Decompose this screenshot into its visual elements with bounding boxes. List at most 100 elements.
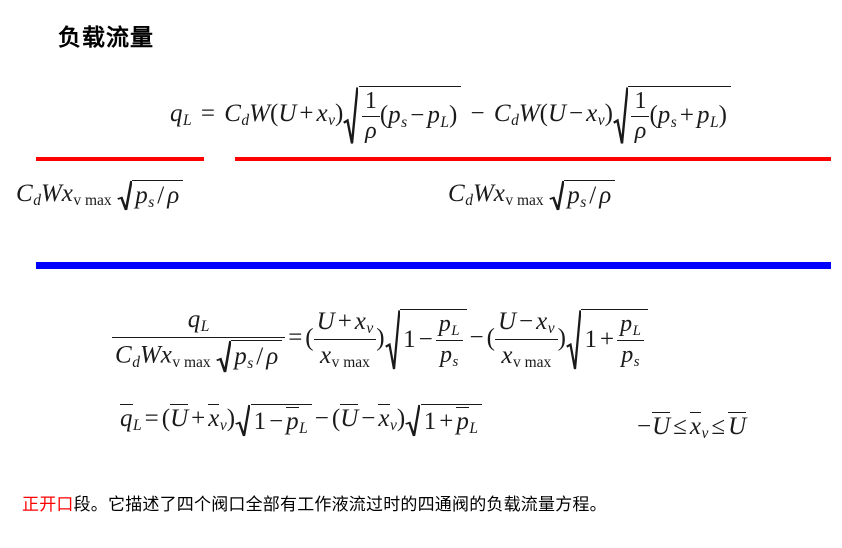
eq2-t2-num: U−xv xyxy=(494,307,558,340)
eq1-t1-frac-den: ρ xyxy=(365,117,377,144)
caption-rest: 段。它描述了四个阀口全部有工作液流过时的四通阀的负载流量方程。 xyxy=(73,495,607,515)
eq2-t2-p-num: pL xyxy=(617,310,644,342)
eq2-t1-num: U+xv xyxy=(313,307,377,340)
eq1-middle-op: − xyxy=(470,100,485,128)
eq2-t2-pl: p xyxy=(620,310,633,337)
eq1-t1-pl: p xyxy=(427,101,440,129)
eq2-t1-p-den: ps xyxy=(436,341,463,370)
eq2-den-radicand: ps/ρ xyxy=(231,340,283,373)
eq2-t1-den-x: x xyxy=(320,341,332,369)
eq2-middle-op: − xyxy=(469,324,484,352)
eq1-t2-open-paren: ( xyxy=(539,100,548,128)
eq2-den-c: C xyxy=(115,341,132,369)
eq1-t2-coef-c: C xyxy=(493,100,511,128)
bottom-caption: 正开口段。它描述了四个阀口全部有工作液流过时的四通阀的负载流量方程。 xyxy=(22,490,607,515)
equation-dimensionless-condition: −U≤xv≤U xyxy=(636,412,747,442)
eq3-t2-close: ) xyxy=(396,405,406,433)
eq3-t2-radicand: 1+pL xyxy=(420,404,482,438)
eq3-t1-rad-op: − xyxy=(269,408,284,435)
eq3-t1-one: 1 xyxy=(253,408,267,435)
eq1-t2-pl-sub: L xyxy=(709,113,719,131)
denl-p: p xyxy=(135,182,148,209)
page-title: 负载流量 xyxy=(58,25,154,51)
radical-sign-icon xyxy=(384,309,400,370)
eq1-t2-rad-op: + xyxy=(679,101,694,129)
eq1-t2-pl: p xyxy=(696,101,710,129)
eq1-t1-op: + xyxy=(299,100,314,128)
eq1-t2-coef-w: W xyxy=(518,100,540,128)
eq3-equals: = xyxy=(144,405,159,433)
radical-sign-icon xyxy=(566,309,581,370)
eq2-den-w: W xyxy=(139,341,161,369)
eq1-t2-frac-den: ρ xyxy=(634,117,647,144)
denl-x-sub: v max xyxy=(73,192,112,210)
radical-sign-icon xyxy=(215,340,231,373)
cond-le-1: ≤ xyxy=(673,413,687,440)
cond-neg: − xyxy=(637,413,652,440)
cond-x: x xyxy=(689,413,702,440)
eq3-t1-sqrt: 1−pL xyxy=(235,404,312,437)
eq3-t1-x: x xyxy=(208,405,220,433)
eq2-t1-x: x xyxy=(354,307,366,335)
eq1-t1-coef-c-sub: d xyxy=(241,112,250,130)
eq2-t2-rad-op: + xyxy=(599,325,615,353)
denr-sqrt: ps/ρ xyxy=(548,180,616,212)
eq2-den-x: x xyxy=(160,341,172,369)
denr-slash: / xyxy=(589,182,597,209)
eq1-equals: = xyxy=(200,100,215,128)
eq2-t2-den-x: x xyxy=(501,341,513,369)
eq1-t1-rad-op: − xyxy=(410,101,425,129)
eq1-t1-x: x xyxy=(316,100,328,128)
cond-u-left-bar: U xyxy=(652,412,671,440)
eq3-t1-p: p xyxy=(286,408,299,435)
eq2-t2-den: xv max xyxy=(495,340,558,372)
eq3-t2-x: x xyxy=(378,405,390,433)
eq2-t1-x-sub: v xyxy=(366,319,374,337)
eq3-t1-close: ) xyxy=(226,405,236,433)
denl-radicand: ps/ρ xyxy=(132,180,184,211)
denr-p-sub: s xyxy=(580,194,587,212)
eq3-t2-rad-op: + xyxy=(439,408,454,435)
eq2-t1-pl-sub: L xyxy=(451,323,460,339)
radical-sign-icon xyxy=(613,86,628,145)
eq1-t2-coef-c-sub: d xyxy=(511,112,519,130)
eq2-t2-p-den: ps xyxy=(617,341,644,370)
eq1-t1-coef-c: C xyxy=(224,100,241,128)
eq3-t1-x-bar: x xyxy=(208,404,220,433)
eq1-t2-ps: p xyxy=(657,101,671,129)
cond-u-right-bar: U xyxy=(728,412,747,439)
eq1-t1-rad-close: ) xyxy=(448,101,458,129)
eq1-t2-op: − xyxy=(569,100,584,128)
eq3-t2-p-sub: L xyxy=(469,420,478,438)
red-divider-right xyxy=(235,157,831,161)
denr-x: x xyxy=(493,180,505,208)
eq1-t1-ps-sub: s xyxy=(401,113,408,131)
eq3-q-bar: q xyxy=(120,404,133,431)
eq1-t2-x: x xyxy=(586,100,598,128)
eq3-t1-p-bar: p xyxy=(286,407,299,434)
eq1-t1-close-paren: ) xyxy=(335,100,344,128)
eq2-t2-u: U xyxy=(497,307,517,335)
radical-sign-icon xyxy=(405,404,421,437)
eq2-t2-ps: p xyxy=(621,342,634,369)
eq3-t2-u-bar: U xyxy=(340,404,359,431)
eq2-t1-one: 1 xyxy=(403,325,416,353)
blue-divider xyxy=(36,262,831,269)
eq3-t2-sqrt: 1+pL xyxy=(405,404,482,437)
eq2-t2-one: 1 xyxy=(584,325,597,353)
eq3-t2-p-bar: p xyxy=(456,407,469,434)
eq2-t1-den-x-sub: v max xyxy=(331,353,370,371)
eq2-den-slash: / xyxy=(256,343,264,371)
eq2-t2-close: ) xyxy=(557,324,566,352)
cond-u-left: U xyxy=(652,413,671,440)
caption-highlight: 正开口 xyxy=(22,495,74,515)
eq2-t1-ps: p xyxy=(439,342,452,369)
